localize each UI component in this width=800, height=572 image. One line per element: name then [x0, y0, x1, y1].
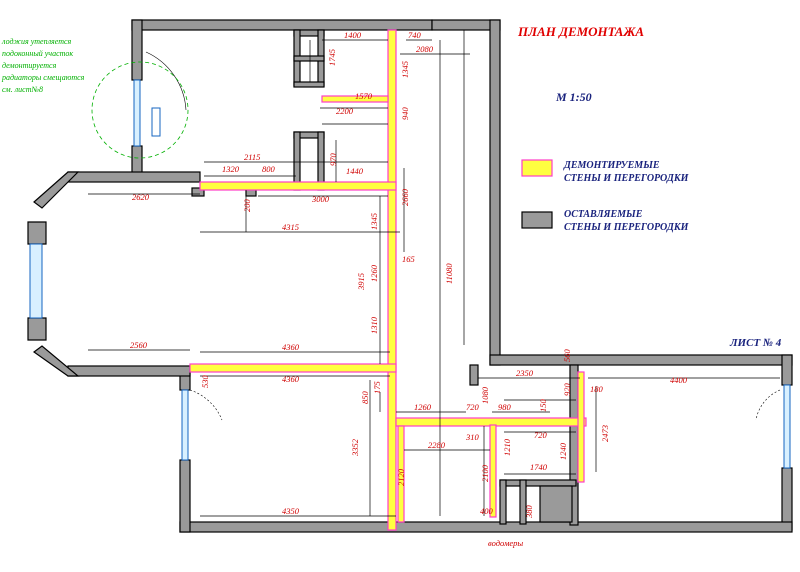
note-line-4: радиаторы смещаются — [1, 73, 85, 82]
dim-175: 175 — [372, 381, 382, 394]
note-line-3: демонтируется — [2, 61, 57, 70]
dim-940: 940 — [400, 107, 410, 121]
dim-1440: 1440 — [346, 166, 364, 176]
dim-1400: 1400 — [344, 30, 362, 40]
note-line-2: подоконный участок — [2, 49, 73, 58]
dim-2350: 2350 — [516, 368, 534, 378]
dim-2620: 2620 — [132, 192, 150, 202]
dim-1210: 1210 — [502, 438, 512, 456]
note-line-5: см. лист№8 — [2, 85, 43, 94]
water-meters-label: водомеры — [488, 538, 523, 548]
dim-165: 165 — [402, 254, 415, 264]
dim-2660: 2660 — [400, 188, 410, 206]
dim-400: 400 — [480, 506, 494, 516]
dimension-labels: 1400 740 2080 1745 1345 1570 2200 940 21… — [130, 30, 688, 519]
dim-4400: 4400 — [670, 375, 688, 385]
dim-720-lower: 720 — [534, 430, 548, 440]
dim-3352: 3352 — [350, 438, 360, 457]
dim-560: 560 — [562, 349, 572, 363]
legend-demolish-line2: СТЕНЫ И ПЕРЕГОРОДКИ — [564, 173, 690, 184]
dim-920: 920 — [562, 383, 572, 397]
dim-1345-top: 1345 — [400, 61, 410, 78]
loggia-note: лоджия утепляется подоконный участок дем… — [1, 37, 85, 94]
dim-150: 150 — [538, 399, 548, 413]
dim-1310: 1310 — [369, 316, 379, 334]
dim-2115: 2115 — [244, 152, 260, 162]
dim-1745: 1745 — [327, 49, 337, 66]
dim-3000: 3000 — [311, 194, 330, 204]
dim-1080: 1080 — [480, 386, 490, 404]
scale-label: М 1:50 — [555, 90, 592, 104]
dim-800: 800 — [262, 164, 276, 174]
page-title: ПЛАН ДЕМОНТАЖА — [517, 24, 644, 39]
dim-4350: 4350 — [282, 506, 300, 516]
dim-310: 310 — [465, 432, 480, 442]
dim-1740: 1740 — [530, 462, 548, 472]
dim-1240: 1240 — [558, 442, 568, 460]
dim-850: 850 — [360, 391, 370, 405]
dim-2120: 2120 — [396, 468, 406, 486]
dim-2280: 2280 — [428, 440, 446, 450]
dim-380: 380 — [524, 505, 534, 520]
demolished-walls — [189, 29, 587, 531]
dim-530: 530 — [200, 375, 210, 389]
legend-swatch-demolish — [521, 159, 553, 177]
legend-swatch-keep — [521, 211, 553, 229]
kept-walls — [27, 19, 793, 533]
dim-3915: 3915 — [356, 273, 366, 291]
dim-980: 980 — [498, 402, 512, 412]
dim-720-upper: 720 — [466, 402, 480, 412]
dim-1345-mid: 1345 — [369, 213, 379, 230]
dim-2080: 2080 — [416, 44, 434, 54]
dim-4315: 4315 — [282, 222, 299, 232]
dim-2560: 2560 — [130, 340, 148, 350]
dim-11080: 11080 — [444, 263, 454, 284]
dim-740: 740 — [408, 30, 422, 40]
dim-2100: 2100 — [480, 464, 490, 482]
legend: ДЕМОНТИРУЕМЫЕ СТЕНЫ И ПЕРЕГОРОДКИ ОСТАВЛ… — [521, 159, 690, 233]
dim-1260-horizontal: 1260 — [414, 402, 432, 412]
legend-keep-line2: СТЕНЫ И ПЕРЕГОРОДКИ — [564, 222, 690, 233]
dim-4360-upper: 4360 — [282, 342, 300, 352]
dim-1570: 1570 — [355, 91, 373, 101]
dim-2200: 2200 — [336, 106, 354, 116]
sheet-label: ЛИСТ № 4 — [729, 337, 782, 349]
dim-2473: 2473 — [600, 425, 610, 442]
dim-180: 180 — [590, 384, 604, 394]
dim-200: 200 — [242, 199, 252, 213]
note-line-1: лоджия утепляется — [1, 37, 72, 46]
legend-keep-line1: ОСТАВЛЯЕМЫЕ — [564, 209, 643, 220]
windows — [29, 51, 791, 469]
dim-4360-lower: 4360 — [282, 374, 300, 384]
dim-1260-vertical: 1260 — [369, 264, 379, 282]
dimension-lines — [88, 30, 780, 517]
dim-970: 970 — [328, 153, 338, 167]
legend-demolish-line1: ДЕМОНТИРУЕМЫЕ — [563, 160, 660, 171]
dim-1320: 1320 — [222, 164, 240, 174]
